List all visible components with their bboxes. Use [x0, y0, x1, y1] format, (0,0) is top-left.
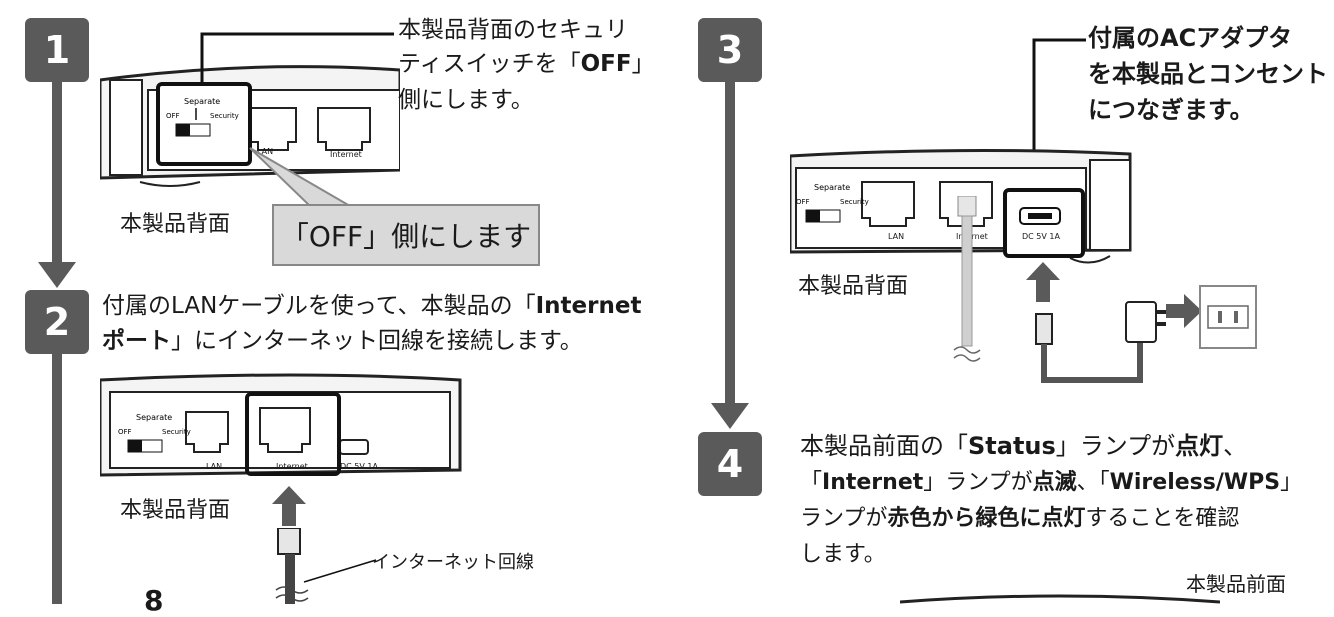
- flow-line-left-lower: [52, 340, 62, 604]
- step4-text-bold: 赤色から緑色に点灯: [887, 506, 1086, 531]
- security-switch-icon: Separate OFF Security: [166, 97, 239, 137]
- step4-text: 」ランプが: [1055, 432, 1176, 460]
- callout-text: 側にします。: [398, 87, 534, 113]
- step4-text-bold: Internet: [822, 470, 924, 495]
- security-switch-icon: Separate OFF Security: [118, 413, 191, 453]
- flow-arrow-down-icon: [711, 403, 749, 429]
- step4-text-bold: 点灯: [1175, 432, 1224, 460]
- dc-port-icon: [1019, 207, 1061, 225]
- step2-text: 付属のLANケーブルを使って、本製品の「: [102, 293, 536, 319]
- step4-text-bold: Wireless/WPS: [1109, 470, 1281, 495]
- step2-text: 」にインターネット回線を接続します。: [171, 328, 583, 354]
- up-arrow-icon: [272, 486, 306, 526]
- step-badge-2: 2: [25, 290, 89, 354]
- step3-callout-line1: 付属のACアダプタ: [1088, 24, 1293, 52]
- callout-leader-line: [200, 32, 394, 86]
- switch-right-label: Security: [840, 198, 869, 206]
- cable-leader-line: [303, 559, 377, 583]
- switch-left-label: OFF: [166, 112, 180, 120]
- bubble-text: 「OFF」側にします: [280, 220, 532, 253]
- switch-title: Separate: [814, 183, 850, 192]
- internet-port-highlight: [245, 392, 341, 476]
- flow-line-left: [52, 80, 62, 270]
- step-badge-3: 3: [698, 18, 762, 82]
- step-number: 3: [716, 28, 744, 72]
- power-outlet-icon: [1199, 285, 1257, 349]
- step4-line2: 「Internet」ランプが点滅、「Wireless/WPS」: [800, 466, 1302, 499]
- switch-right-label: Security: [210, 112, 239, 120]
- step4-text: ランプが: [800, 506, 888, 531]
- step1-callout-line3: 側にします。: [398, 84, 534, 117]
- switch-left-label: OFF: [796, 198, 810, 206]
- step2-line1: 付属のLANケーブルを使って、本製品の「Internet: [102, 290, 641, 323]
- step4-text: 、: [1223, 432, 1248, 460]
- bubble-pointer: [249, 147, 354, 207]
- callout-leader-line: [1032, 38, 1086, 192]
- flow-line-right: [725, 80, 735, 410]
- step1-callout-line1: 本製品背面のセキュリ: [398, 14, 628, 47]
- port-label-internet: Internet: [330, 150, 362, 159]
- step4-line4: します。: [800, 542, 886, 567]
- step2-text-bold: Internet: [535, 293, 642, 319]
- switch-right-label: Security: [162, 428, 191, 436]
- cable-label: インターネット回線: [372, 552, 534, 573]
- step-badge-1: 1: [25, 18, 89, 82]
- step2-line2: ポート」にインターネット回線を接続します。: [102, 325, 583, 358]
- step4-text: 本製品前面の「: [800, 432, 968, 460]
- flow-arrow-down-icon: [38, 262, 76, 288]
- step2-text-bold: ポート: [102, 328, 171, 354]
- device-label-front: 本製品前面: [1186, 572, 1286, 596]
- step3-callout-line2: を本製品とコンセント: [1088, 60, 1328, 88]
- step-badge-4: 4: [698, 432, 762, 496]
- port-label-dc: DC 5V 1A: [1022, 232, 1060, 241]
- callout-text: 本製品背面のセキュリ: [398, 17, 628, 43]
- port-label-dc: DC 5V 1A: [340, 462, 378, 471]
- step3-callout-line3: につなぎます。: [1088, 96, 1254, 124]
- port-label-lan: LAN: [257, 147, 274, 156]
- off-bubble: 「OFF」側にします: [272, 204, 540, 266]
- up-arrow-icon: [1026, 262, 1060, 302]
- step4-line3: ランプが赤色から緑色に点灯することを確認: [800, 502, 1239, 535]
- step-number: 4: [716, 442, 744, 486]
- router-rear-illustration-step2: [100, 373, 462, 477]
- right-arrow-icon: [1166, 294, 1202, 328]
- step4-text: 「: [800, 470, 823, 495]
- page-number: 8: [144, 584, 164, 617]
- device-label-rear-1: 本製品背面: [120, 212, 231, 237]
- step-number: 1: [43, 28, 71, 72]
- device-label-rear-3: 本製品背面: [798, 274, 909, 299]
- router-front-outline: [900, 594, 1220, 604]
- security-switch-icon: Separate OFF Security: [796, 183, 869, 223]
- step-number: 2: [43, 300, 71, 344]
- port-label-lan: LAN: [206, 462, 223, 471]
- switch-title: Separate: [184, 97, 220, 106]
- lan-cable-icon: [275, 528, 309, 604]
- step4-text: 」: [1280, 470, 1303, 495]
- device-label-rear-2: 本製品背面: [120, 498, 231, 523]
- step4-text: することを確認: [1085, 506, 1240, 531]
- port-label-lan: LAN: [888, 232, 905, 241]
- ac-adapter-icon: [1035, 301, 1166, 383]
- step1-callout-line2: ティスイッチを「OFF」: [398, 48, 655, 81]
- step4-text: 」ランプが: [923, 470, 1033, 495]
- callout-text-bold: OFF: [580, 51, 632, 77]
- connected-lan-cable-icon: [953, 196, 981, 362]
- switch-left-label: OFF: [118, 428, 132, 436]
- callout-text: 」: [631, 51, 655, 77]
- step4-text: 、「: [1076, 470, 1110, 495]
- callout-text: ティスイッチを「: [398, 51, 581, 77]
- switch-title: Separate: [136, 413, 172, 422]
- step4-line1: 本製品前面の「Status」ランプが点灯、: [800, 430, 1247, 463]
- step4-text-bold: Status: [968, 432, 1056, 460]
- step4-text-bold: 点滅: [1032, 470, 1077, 495]
- port-label-internet: Internet: [276, 462, 308, 471]
